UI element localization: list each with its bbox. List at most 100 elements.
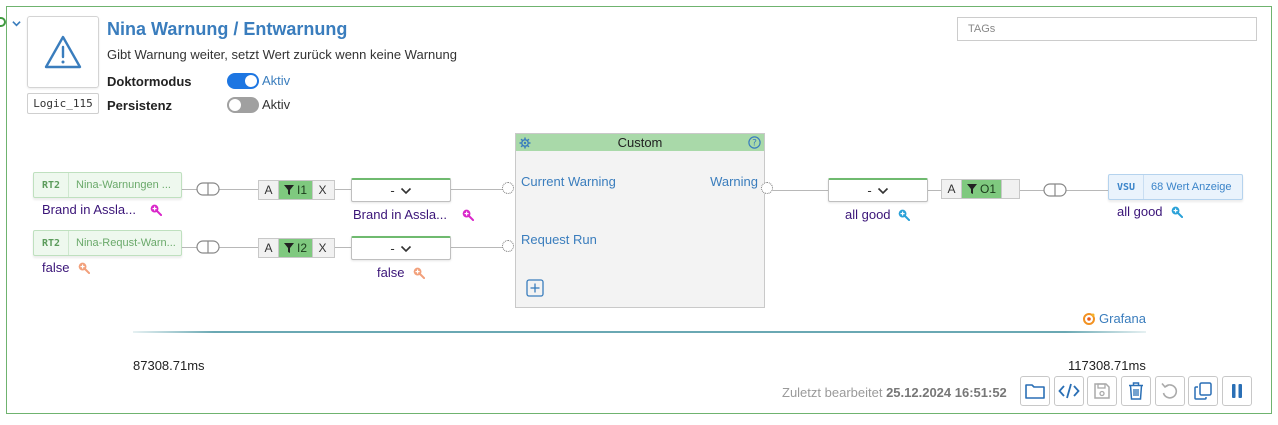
zoom-icon[interactable] xyxy=(897,208,910,221)
save-icon xyxy=(1094,383,1110,399)
wire xyxy=(450,247,504,248)
zoom-icon[interactable] xyxy=(77,261,90,274)
output-target-value: all good xyxy=(1117,204,1163,219)
connector-pill-icon[interactable] xyxy=(196,240,220,254)
port-name: I1 xyxy=(297,183,308,197)
wire xyxy=(450,189,504,190)
input-port-dot-2[interactable] xyxy=(502,240,514,252)
wire xyxy=(181,189,259,190)
logic-icon-box xyxy=(27,16,99,88)
grafana-label[interactable]: Grafana xyxy=(1099,311,1146,326)
doktormodus-toggle[interactable] xyxy=(227,73,259,89)
custom-block[interactable]: Custom ? Current Warning Request Run War… xyxy=(515,133,765,308)
custom-block-title: Custom xyxy=(516,134,764,151)
port-x[interactable]: X xyxy=(318,241,327,255)
persistenz-toggle[interactable] xyxy=(227,97,259,113)
chevron-down-icon[interactable] xyxy=(12,19,21,28)
doktormodus-state: Aktiv xyxy=(262,73,291,88)
select-value: - xyxy=(390,183,395,198)
copy-button[interactable] xyxy=(1188,376,1218,406)
page-title: Nina Warnung / Entwarnung xyxy=(107,19,348,39)
select-value-2: false xyxy=(377,265,405,280)
persistenz-label: Persistenz xyxy=(107,98,173,113)
zoom-icon[interactable] xyxy=(412,266,425,279)
input-port-dot-1[interactable] xyxy=(502,182,514,194)
copy-icon xyxy=(1194,382,1212,400)
input-source-2[interactable]: RT2 Nina-Requst-Warn... xyxy=(33,230,182,256)
output-select-value: all good xyxy=(845,207,891,222)
input-value-2: false xyxy=(42,260,70,275)
last-edited: Zuletzt bearbeitet 25.12.2024 16:51:52 xyxy=(782,385,1007,400)
port-a[interactable]: A xyxy=(947,182,956,196)
grafana-icon xyxy=(1083,312,1095,325)
port-filter[interactable]: I2 xyxy=(278,239,314,257)
save-button[interactable] xyxy=(1087,376,1117,406)
chevron-down-icon xyxy=(400,187,411,194)
port-filter[interactable]: I1 xyxy=(278,181,314,199)
help-icon[interactable]: ? xyxy=(748,136,761,149)
gear-icon[interactable] xyxy=(519,137,531,149)
timeline-end: 117308.71ms xyxy=(1068,358,1146,373)
input-source-name: Nina-Requst-Warn... xyxy=(76,237,176,249)
wire xyxy=(181,247,259,248)
timeline-axis xyxy=(133,331,1146,333)
svg-text:?: ? xyxy=(752,139,757,149)
grafana-link[interactable]: Grafana xyxy=(1082,311,1146,326)
wire xyxy=(334,247,352,248)
zoom-icon[interactable] xyxy=(149,203,162,216)
input-port-1[interactable]: A I1 X xyxy=(258,180,335,200)
filter-icon xyxy=(284,185,294,195)
wire xyxy=(772,190,829,191)
output-target-name: 68 Wert Anzeige xyxy=(1151,181,1232,193)
last-edited-label: Zuletzt bearbeitet xyxy=(782,385,883,400)
port-x[interactable]: X xyxy=(318,183,327,197)
input-source-1[interactable]: RT2 Nina-Warnungen ... xyxy=(33,172,182,198)
vsu-tag: VSU xyxy=(1109,175,1144,199)
select-value: - xyxy=(390,241,395,256)
output-select[interactable]: - xyxy=(828,178,928,202)
undo-button[interactable] xyxy=(1155,376,1185,406)
zoom-icon[interactable] xyxy=(1170,205,1183,218)
select-value-1: Brand in Assla... xyxy=(353,207,447,222)
port-empty xyxy=(1002,180,1019,198)
input-select-2[interactable]: - xyxy=(351,236,451,260)
zoom-icon[interactable] xyxy=(461,208,474,221)
filter-icon xyxy=(284,243,294,253)
add-port-icon[interactable] xyxy=(526,279,544,297)
input-value-1: Brand in Assla... xyxy=(42,202,136,217)
output-target[interactable]: VSU 68 Wert Anzeige xyxy=(1108,174,1243,200)
connector-pill-icon[interactable] xyxy=(196,182,220,196)
custom-in-port-current-warning[interactable]: Current Warning xyxy=(521,174,616,189)
pause-icon xyxy=(1232,384,1242,398)
custom-in-port-request-run[interactable]: Request Run xyxy=(521,232,597,247)
code-button[interactable] xyxy=(1054,376,1084,406)
filter-icon xyxy=(967,184,977,194)
collapse-handle[interactable] xyxy=(0,17,6,27)
custom-out-port-warning[interactable]: Warning xyxy=(710,174,758,189)
folder-icon xyxy=(1025,384,1045,399)
output-port[interactable]: A O1 xyxy=(941,179,1020,199)
open-folder-button[interactable] xyxy=(1020,376,1050,406)
port-a[interactable]: A xyxy=(264,183,273,197)
warning-triangle-icon xyxy=(44,35,82,69)
output-port-dot[interactable] xyxy=(761,182,773,194)
input-source-name: Nina-Warnungen ... xyxy=(76,179,171,191)
logic-id: Logic_115 xyxy=(27,93,99,114)
input-select-1[interactable]: - xyxy=(351,178,451,202)
port-name: I2 xyxy=(297,241,308,255)
doktormodus-label: Doktormodus xyxy=(107,74,192,89)
input-port-2[interactable]: A I2 X xyxy=(258,238,335,258)
last-edited-value: 25.12.2024 16:51:52 xyxy=(886,385,1007,400)
wire xyxy=(927,190,942,191)
chevron-down-icon xyxy=(877,187,888,194)
select-value: - xyxy=(867,183,872,198)
persistenz-state: Aktiv xyxy=(262,97,291,112)
port-filter[interactable]: O1 xyxy=(961,180,1003,198)
undo-icon xyxy=(1161,382,1178,399)
tags-input[interactable]: TAGs xyxy=(957,17,1257,41)
connector-pill-icon[interactable] xyxy=(1043,183,1067,197)
port-a[interactable]: A xyxy=(264,241,273,255)
pause-button[interactable] xyxy=(1222,376,1252,406)
delete-button[interactable] xyxy=(1121,376,1151,406)
trash-icon xyxy=(1129,382,1143,400)
